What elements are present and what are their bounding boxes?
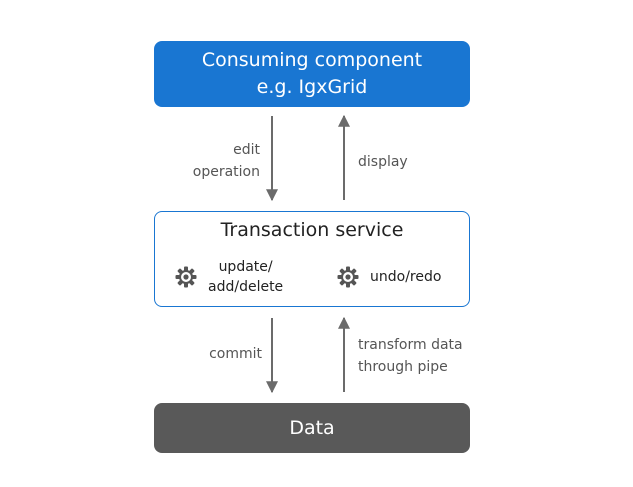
commit-label: commit <box>209 346 262 362</box>
transform-label: transform data through pipe <box>358 334 463 378</box>
op1-line1: update/ <box>218 259 273 275</box>
display-label: display <box>358 154 408 170</box>
data-box: Data <box>154 403 470 453</box>
service-title: Transaction service <box>220 219 404 241</box>
gear-icon <box>175 266 197 288</box>
consuming-component-box: Consuming component e.g. IgxGrid <box>154 41 470 107</box>
transform-label-line2: through pipe <box>358 359 448 375</box>
edit-label-line2: operation <box>192 164 260 180</box>
edit-label-line1: edit <box>233 142 260 158</box>
op1-line2: add/delete <box>208 279 284 295</box>
undo-redo-op: undo/redo <box>336 265 441 289</box>
data-label: Data <box>289 417 335 439</box>
gear-icon <box>337 266 359 288</box>
consumer-title: Consuming component <box>201 49 423 71</box>
transaction-service-box: Transaction service update/ add/delete <box>154 211 470 307</box>
consumer-example: e.g. IgxGrid <box>256 76 368 98</box>
transform-label-line1: transform data <box>358 337 463 353</box>
op2-label: undo/redo <box>370 269 442 285</box>
edit-operation-label: edit operation <box>193 139 260 183</box>
update-add-delete-op: update/ add/delete <box>174 257 283 297</box>
